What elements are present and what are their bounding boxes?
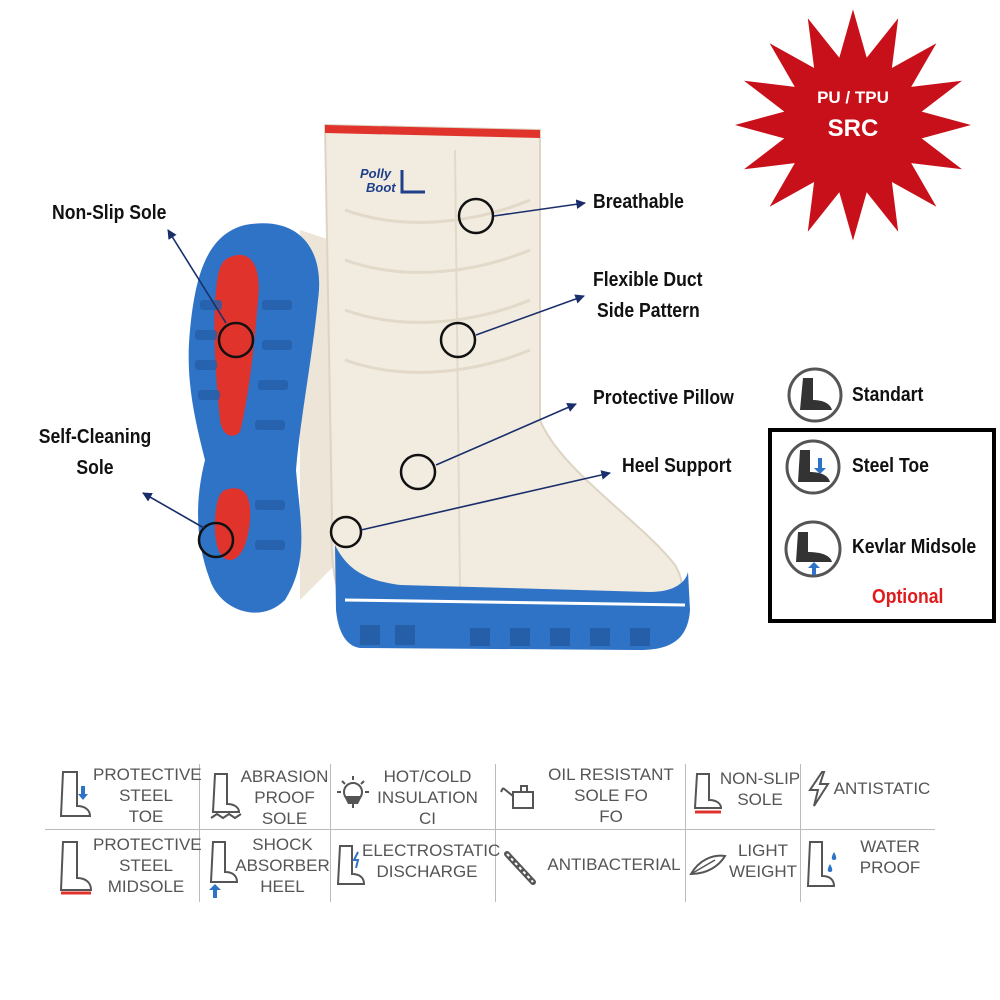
callout-flexible-line1: Flexible Duct: [593, 269, 703, 291]
boot-water-icon: [806, 841, 837, 887]
brand-logo: Polly Boot: [360, 166, 425, 195]
feature-cell: WATER PROOF: [800, 832, 935, 902]
feature-cell: LIGHT WEIGHT: [685, 832, 800, 902]
boot-steel-toe-icon: [59, 771, 92, 817]
feature-cell: ANTISTATIC: [800, 760, 935, 828]
standart-icon: [787, 367, 843, 423]
lightning-icon: [808, 771, 830, 807]
variant-standart-label: Standart: [852, 384, 924, 406]
feature-col-divider: [199, 764, 200, 902]
feature-cell: OIL RESISTANT SOLE FO FO: [495, 760, 685, 828]
callout-non-slip-sole: Non-Slip Sole: [52, 202, 167, 224]
feature-col-divider: [330, 764, 331, 902]
variant-steel-toe-label: Steel Toe: [852, 455, 929, 477]
callout-self-cleaning-line2: Sole: [76, 457, 114, 479]
callout-arrows: [142, 199, 611, 531]
feature-col-divider: [800, 764, 801, 902]
feature-row: PROTECTIVE STEEL MIDSOLE SHOCK ABSORBER …: [45, 832, 935, 902]
badge-line2: SRC: [827, 115, 879, 142]
callout-heel-support: Heel Support: [622, 455, 732, 477]
badge-line1: PU / TPU: [817, 88, 889, 107]
boot-outsole: [335, 545, 690, 650]
svg-text:Boot: Boot: [366, 180, 396, 195]
pu-tpu-badge: [735, 9, 971, 241]
feature-label: HOT/COLD INSULATION CI: [377, 767, 478, 828]
feature-label: PROTECTIVE STEEL TOE: [93, 765, 202, 826]
feature-label: ABRASION PROOF SOLE: [240, 767, 329, 828]
feature-cell: ANTIBACTERIAL: [495, 832, 685, 902]
optional-label: Optional: [872, 586, 944, 608]
bacteria-icon: [504, 851, 536, 885]
feature-label: SHOCK ABSORBER HEEL: [235, 835, 330, 896]
steel-toe-icon: [785, 439, 841, 495]
feature-label: ANTISTATIC: [833, 779, 931, 798]
kevlar-midsole-icon: [784, 520, 842, 578]
boot-shock-heel-icon: [209, 841, 239, 898]
feature-label: NON-SLIP SOLE: [719, 769, 801, 809]
boot-midsole-icon: [59, 841, 93, 895]
product-illustration: Polly Boot: [142, 9, 971, 650]
feature-label: PROTECTIVE STEEL MIDSOLE: [93, 835, 202, 896]
boot-sole-view: [188, 223, 340, 613]
callout-protective-pillow: Protective Pillow: [593, 387, 734, 409]
feature-label: ANTIBACTERIAL: [547, 855, 681, 874]
feature-label: ELECTROSTATIC DISCHARGE: [362, 841, 501, 881]
boot-esd-icon: [336, 845, 366, 885]
callout-self-cleaning-line1: Self-Cleaning: [38, 426, 152, 448]
feature-table-divider: [45, 829, 935, 830]
feature-cell: HOT/COLD INSULATION CI: [330, 760, 495, 828]
feature-label: WATER PROOF: [859, 837, 921, 877]
boot-non-slip-icon: [693, 773, 723, 814]
optional-variants-box: [768, 428, 996, 623]
feature-col-divider: [685, 764, 686, 902]
variant-kevlar-midsole-label: Kevlar Midsole: [852, 536, 977, 558]
feature-cell: ABRASION PROOF SOLE: [199, 760, 330, 828]
callout-flexible-line2: Side Pattern: [597, 300, 700, 322]
callout-breathable: Breathable: [593, 191, 684, 213]
feature-label: LIGHT WEIGHT: [729, 841, 797, 881]
boot-side-view: Polly Boot: [323, 123, 690, 650]
feature-cell: PROTECTIVE STEEL TOE: [45, 760, 202, 828]
oil-can-icon: [500, 785, 534, 809]
feature-row: PROTECTIVE STEEL TOE ABRASION PROOF SOLE…: [45, 760, 935, 828]
callout-markers: [197, 197, 495, 559]
feature-cell: ELECTROSTATIC DISCHARGE: [330, 832, 501, 902]
feature-cell: SHOCK ABSORBER HEEL: [199, 832, 330, 902]
boot-abrasion-icon: [210, 773, 242, 820]
snowflake-sun-icon: [337, 776, 369, 808]
svg-text:Polly: Polly: [360, 166, 392, 181]
feature-cell: NON-SLIP SOLE: [685, 760, 800, 828]
feature-label: OIL RESISTANT SOLE FO FO: [548, 765, 674, 826]
feature-col-divider: [495, 764, 496, 902]
feature-cell: PROTECTIVE STEEL MIDSOLE: [45, 832, 202, 902]
feather-icon: [689, 854, 727, 876]
